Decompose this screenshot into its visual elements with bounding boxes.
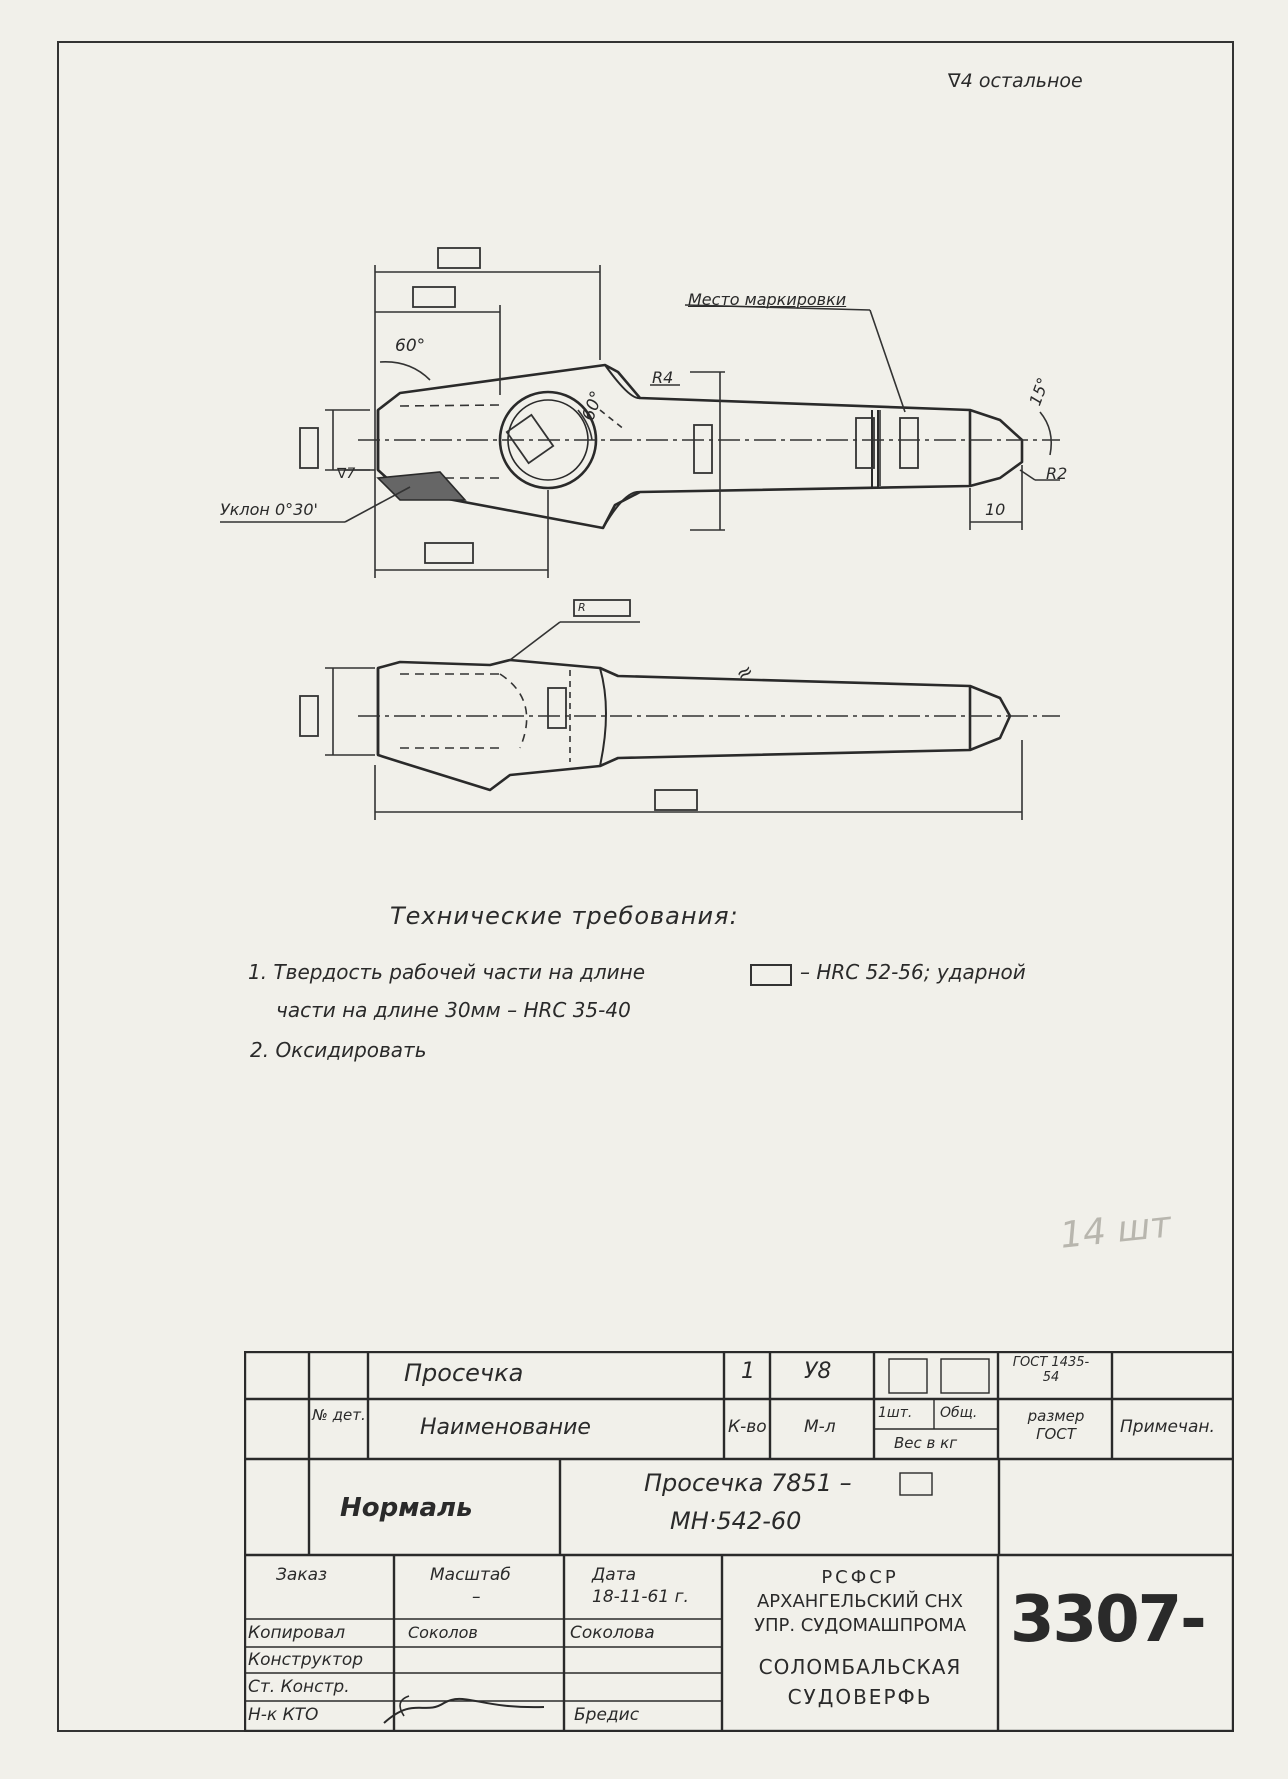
header-one-piece: 1шт.	[878, 1405, 913, 1421]
org-line-4: СОЛОМБАЛЬСКАЯ	[758, 1655, 962, 1679]
header-qty: К-во	[728, 1417, 767, 1437]
header-note: Примечан.	[1120, 1417, 1215, 1437]
org-line-2: АРХАНГЕЛЬСКИЙ СНХ	[756, 1591, 963, 1612]
requirement-2: 2. Оксидировать	[250, 1038, 427, 1062]
radius-r-box: R	[578, 601, 586, 614]
normal-label: Нормаль	[340, 1493, 473, 1523]
date-label: Дата	[592, 1565, 637, 1585]
copied-signature: Соколов	[408, 1623, 478, 1642]
sheet-number: 3307-	[1010, 1583, 1207, 1657]
header-size-gost: размер ГОСТ	[1027, 1407, 1085, 1443]
header-name: Наименование	[420, 1415, 591, 1440]
order-label: Заказ	[276, 1565, 328, 1585]
senior-designer-label: Ст. Констр.	[248, 1677, 350, 1697]
title-block: Просечка 1 У8 ГОСТ 1435-54 № дет. Наимен…	[244, 1351, 1234, 1732]
header-num: № дет.	[312, 1406, 366, 1424]
requirement-1a: 1. Твердость рабочей части на длине	[248, 960, 646, 984]
norm-control-label: Н-к КТО	[248, 1705, 319, 1725]
doc-line-2: МН·542-60	[670, 1507, 802, 1535]
radius-r2: R2	[1046, 464, 1068, 483]
part-gost: ГОСТ 1435-54	[1012, 1355, 1090, 1385]
title-block-grid	[244, 1351, 1234, 1732]
requirement-1b: – HRC 52-56; ударной	[800, 960, 1026, 984]
date-value: 18-11-61 г.	[592, 1587, 689, 1607]
header-total: Общ.	[940, 1405, 978, 1421]
doc-line-1: Просечка 7851 –	[644, 1469, 852, 1497]
empty-length-box	[750, 964, 792, 986]
copied-name: Соколова	[570, 1623, 655, 1643]
scale-value: –	[472, 1587, 481, 1607]
requirements-title: Технические требования:	[390, 902, 739, 930]
dim-10: 10	[985, 500, 1006, 519]
top-view-outline	[376, 363, 1024, 530]
scale-label: Масштаб	[430, 1565, 511, 1585]
header-material: М-л	[804, 1417, 836, 1437]
roughness-note: ∇4 остальное	[948, 70, 1083, 92]
angle-60-left: 60°	[395, 336, 426, 356]
slope-label: Уклон 0°30'	[220, 500, 318, 519]
designer-label: Конструктор	[248, 1650, 364, 1670]
norm-control-name: Бредис	[574, 1705, 640, 1725]
marking-place-label: Место маркировки	[688, 290, 847, 309]
part-name: Просечка	[404, 1359, 524, 1387]
part-material: У8	[804, 1359, 832, 1384]
org-line-1: РСФСР	[821, 1567, 899, 1588]
part-drawing	[220, 247, 1060, 820]
org-line-5: СУДОВЕРФЬ	[787, 1685, 933, 1709]
requirement-1c: части на длине 30мм – HRC 35-40	[276, 998, 631, 1022]
part-qty: 1	[741, 1359, 755, 1384]
roughness-7: ∇7	[337, 466, 356, 482]
copied-label: Копировал	[248, 1623, 346, 1643]
header-weight: Вес в кг	[894, 1434, 958, 1452]
org-line-3: УПР. СУДОМАШПРОМА	[753, 1615, 967, 1636]
radius-r4: R4	[652, 368, 674, 387]
side-view-outline	[376, 658, 1012, 792]
